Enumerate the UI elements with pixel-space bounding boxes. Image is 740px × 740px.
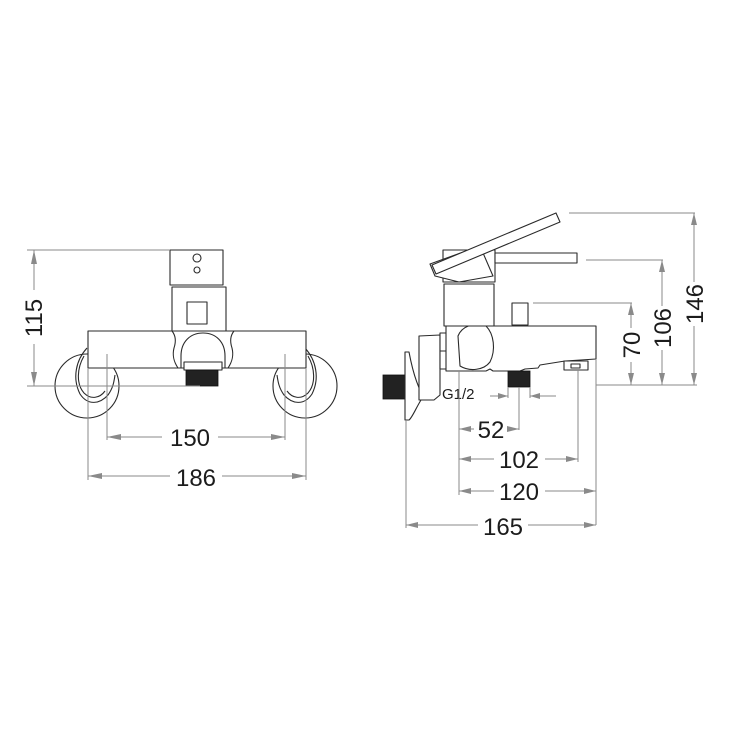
dim-146: 146 <box>682 284 709 324</box>
side-dim-70: 70 <box>533 302 646 385</box>
dim-52: 52 <box>478 417 505 444</box>
dim-102: 102 <box>499 447 539 474</box>
side-dim-102: 102 <box>459 447 578 474</box>
dim-150: 150 <box>170 425 210 452</box>
lever-raised <box>431 212 561 275</box>
dim-106: 106 <box>650 308 677 348</box>
side-dim-146: 146 <box>569 212 709 385</box>
side-dim-106: 106 <box>586 259 677 385</box>
front-dim-186: 186 <box>87 368 307 492</box>
side-dim-120: 120 <box>459 479 596 506</box>
front-dim-height: 115 <box>21 249 200 387</box>
front-dim-150: 150 <box>107 425 285 452</box>
side-dim-165: 165 <box>406 514 596 541</box>
side-dim-52: 52 <box>459 417 519 444</box>
side-view <box>382 212 597 421</box>
inlet-thread <box>382 374 406 400</box>
lever-horizontal <box>494 252 578 264</box>
dim-115: 115 <box>21 299 48 337</box>
dim-186: 186 <box>176 465 216 492</box>
spout-outlet-thread <box>507 370 531 388</box>
outlet-thread <box>185 369 219 387</box>
diverter-knob <box>511 302 529 326</box>
thread-callout: G1/2 <box>442 386 556 403</box>
dim-70: 70 <box>619 332 646 359</box>
dim-165: 165 <box>483 514 523 541</box>
dim-120: 120 <box>499 479 539 506</box>
front-view <box>54 249 338 440</box>
thread-label: G1/2 <box>442 386 475 403</box>
